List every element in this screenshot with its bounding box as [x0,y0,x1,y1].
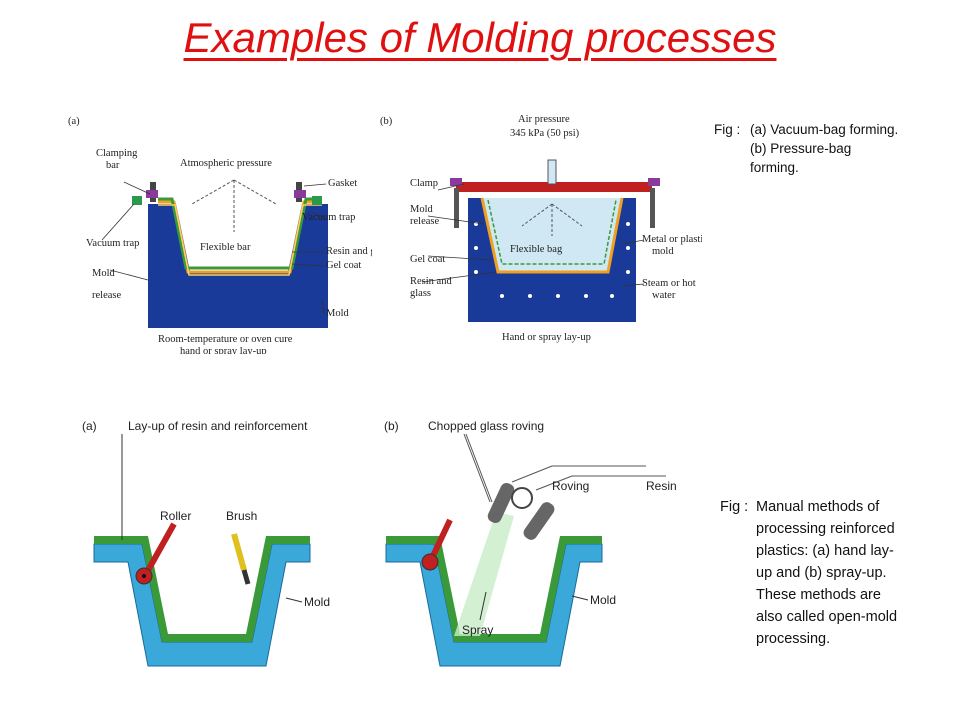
pb-gel-coat-label: Gel coat [410,254,445,265]
mold-release-label-1: Mold [92,268,116,279]
atmospheric-pressure-arrows [191,179,277,232]
caption1-body: (a) Vacuum-bag forming. (b) Pressure-bag… [750,120,930,177]
vacuum-bag-gel-coat-layer [158,204,322,276]
caption2-line: Manual methods of [756,499,880,515]
vacuum-bag-footer-1: Room-temperature or oven cure [158,334,293,345]
feed-lines [463,433,666,503]
manual-methods-caption: Fig : Manual methods of processing reinf… [720,496,950,650]
hand-layup-diagram: (a) Lay-up of resin and reinforcement Ro… [82,419,330,667]
caption2-line: up and (b) spray-up. [756,565,887,581]
pressure-bag-leaders [421,183,645,287]
caption2-line: processing reinforced [756,521,895,537]
chopper-wheel-icon [511,487,533,509]
clamping-bar-label-1: Clamping [96,148,138,159]
vacuum-bag-mold [148,204,328,328]
roving-label: Roving [552,479,589,493]
caption2-line: processing. [756,631,831,647]
vacuum-pressure-caption: Fig : (a) Vacuum-bag forming. (b) Pressu… [714,120,944,177]
clamp-label: Clamp [410,178,438,189]
brush-label: Brush [226,509,257,523]
vacuum-bag-flexible-bar-layer [158,197,322,270]
pb-mold-release-label-2: release [410,216,439,227]
caption1-prefix: Fig : [714,122,741,137]
metal-mold-label-2: mold [652,246,674,257]
vacuum-trap-right-label: Vacuum trap [302,212,355,223]
caption2-line: These methods are [756,587,881,603]
caption1-line: (b) Pressure-bag [750,141,852,156]
metal-mold-label-1: Metal or plastic [642,234,702,245]
spray-label: Spray [462,623,493,637]
steam-label-1: Steam or hot [642,278,696,289]
spray-leader [479,591,487,621]
roller-axle [142,574,146,578]
vacuum-bag-gasket-right [294,190,306,198]
pressure-bag-resin-layer [480,197,624,274]
air-pressure-label-2: 345 kPa (50 psi) [510,128,580,139]
spray-up-mold-label: Mold [590,593,616,607]
pressure-bag-tag: (b) [380,116,393,127]
caption1-line: forming. [750,160,799,175]
pressure-bag-clamp-right [648,178,660,186]
flexible-bar-label: Flexible bar [200,242,251,253]
atmospheric-pressure-label: Atmospheric pressure [180,158,272,169]
pressure-bag-diagram: (b) Air pressure 345 kPa (50 psi) Clamp … [380,114,702,343]
spray-roller-icon [421,553,439,571]
air-pressure-label-1: Air pressure [518,114,570,125]
flexible-bag-label: Flexible bag [510,244,563,255]
caption2-body: Manual methods of processing reinforced … [756,496,916,650]
pressure-bag-bolt-right [650,188,655,228]
hand-layup-reinforcement [94,536,310,642]
hand-layup-heading: Lay-up of resin and reinforcement [128,419,308,433]
vacuum-bag-diagram: (a) Clamping bar Atmospheric pressure Ga… [68,116,372,354]
pressure-bag-flexible-bag [487,199,617,265]
resin-label: Resin [646,479,677,493]
vacuum-trap-left [132,196,142,205]
clamping-bar-label-2: bar [106,160,120,171]
hand-layup-mold-leader [285,597,303,603]
roller-label: Roller [160,509,191,523]
pressure-bag-footer: Hand or spray lay-up [502,332,591,343]
mold-label: Mold [326,308,350,319]
spray-up-heading: Chopped glass roving [428,419,544,433]
resin-gun-icon [523,502,555,540]
spray-cone [454,512,514,636]
mold-release-label-2: release [92,290,121,301]
gel-coat-label: Gel coat [326,260,361,271]
page-title: Examples of Molding processes [183,14,777,61]
vacuum-bag-footer-2: hand or spray lay-up [180,346,267,354]
pressure-bag-clamp-left [450,178,462,186]
pressure-bag-bolt-left [454,188,459,228]
spray-up-diagram: (b) Chopped glass roving Roving Resin Sp… [384,419,677,667]
gasket-label: Gasket [328,178,357,189]
steam-label-2: water [652,290,676,301]
pressure-bag-clamp-bar [456,182,652,192]
vacuum-trap-right [312,196,322,205]
hand-layup-mold-label: Mold [304,595,330,609]
pb-mold-release-label-1: Mold [410,204,434,215]
caption1-line: (a) Vacuum-bag forming. [750,122,899,137]
spray-up-tag: (b) [384,419,399,433]
roller-handle [143,522,177,576]
hand-layup-tag: (a) [82,419,97,433]
caption2-prefix: Fig : [720,499,749,515]
air-inlet-pipe [547,159,557,185]
brush-icon [231,533,247,571]
air-pressure-arrows [521,203,583,236]
vacuum-trap-left-label: Vacuum trap [86,238,139,249]
pb-resin-glass-label-2: glass [410,288,431,299]
vacuum-bag-tag: (a) [68,116,80,127]
caption2-line: plastics: (a) hand lay- [756,543,894,559]
resin-glass-label: Resin and glass [326,246,372,257]
pb-resin-glass-label-1: Resin and [410,276,452,287]
vacuum-bag-gasket-left [146,190,158,198]
chopper-gun-icon [487,482,515,524]
brush-bristles [241,569,251,585]
spray-roller-handle [429,518,453,560]
caption2-line: also called open-mold [756,609,898,625]
spray-up-reinforcement [386,536,602,642]
hand-layup-mold [93,543,311,667]
vacuum-bag-leaders [101,181,327,315]
spray-mold-leader [571,595,589,601]
